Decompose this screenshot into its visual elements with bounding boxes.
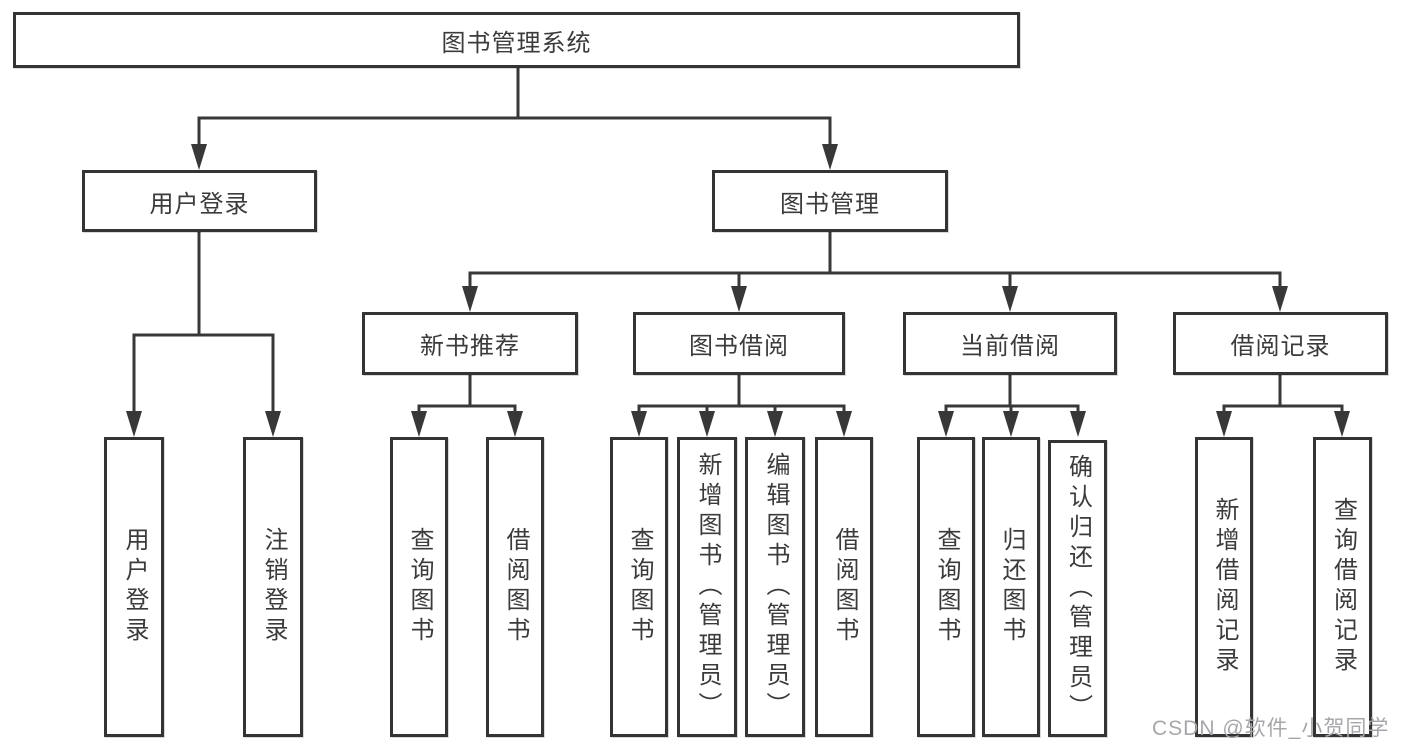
node-borrow-record: 借阅记录 (1173, 312, 1388, 375)
node-book-borrow: 图书借阅 (633, 312, 845, 375)
node-user-login: 用户登录 (104, 437, 164, 737)
edge-newbookrec-branch (417, 373, 517, 423)
node-nbr-borrow-book: 借阅图书 (486, 437, 544, 737)
node-br-add-record: 新增借阅记录 (1195, 437, 1253, 737)
node-bb-borrow-book: 借阅图书 (815, 437, 873, 737)
node-nbr-query-book: 查询图书 (390, 437, 448, 737)
csdn-watermark: CSDN @软件_小贺同学 (1152, 717, 1390, 740)
edge-bookmgmt-branch (468, 230, 1282, 297)
edge-level1-drops (197, 116, 832, 154)
node-book-mgmt-group: 图书管理 (712, 170, 948, 232)
arrowheads (126, 144, 1350, 437)
node-bb-edit-book: 编辑图书（管理员） (745, 437, 805, 737)
node-new-book-rec: 新书推荐 (362, 312, 578, 375)
node-current-borrow: 当前借阅 (903, 312, 1117, 375)
node-bb-add-book: 新增图书（管理员） (677, 437, 737, 737)
node-br-query-record: 查询借阅记录 (1313, 437, 1372, 737)
node-user-login-group: 用户登录 (82, 170, 317, 232)
node-logout: 注销登录 (243, 437, 303, 737)
edge-borrowrecord-branch (1222, 373, 1344, 423)
edge-userlogin-branch (132, 230, 275, 421)
node-cb-confirm-return: 确认归还（管理员） (1048, 440, 1107, 737)
edge-root-branch (197, 66, 832, 120)
node-bb-query-book: 查询图书 (610, 437, 668, 737)
node-cb-return-book: 归还图书 (982, 437, 1040, 737)
edge-bookborrow-branch (637, 373, 846, 423)
node-root: 图书管理系统 (13, 12, 1020, 68)
node-cb-query-book: 查询图书 (917, 437, 975, 737)
